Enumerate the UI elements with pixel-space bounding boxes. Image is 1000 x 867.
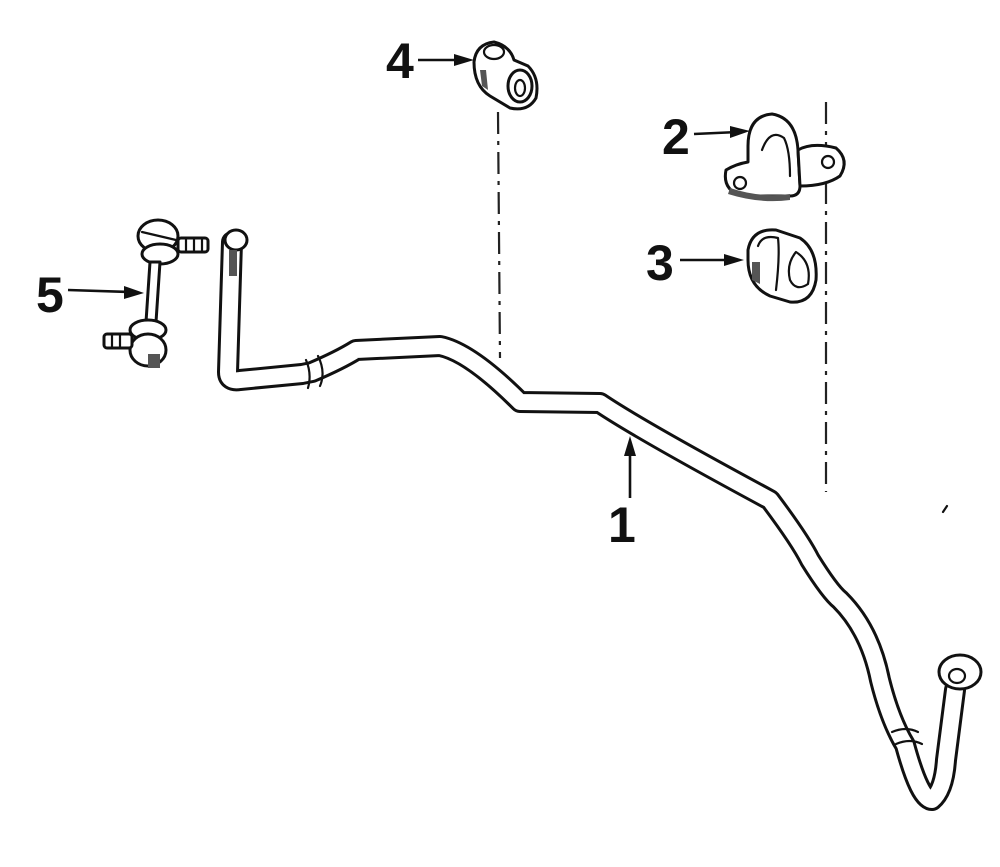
stray-mark	[941, 504, 949, 514]
alignment-line-left	[496, 111, 502, 359]
callout-number-1: 1	[608, 497, 636, 553]
callout-arrowhead-4	[454, 54, 474, 66]
stabilizer-link-part[interactable]	[102, 218, 210, 368]
stabilizer-bar[interactable]	[217, 228, 983, 811]
callout-arrowhead-3	[724, 254, 744, 266]
callout-arrowhead-2	[730, 126, 750, 138]
callout-3[interactable]: 3	[646, 235, 744, 291]
callout-number-5: 5	[36, 267, 64, 323]
bar-left-end-detail	[229, 250, 237, 276]
callout-arrowhead-1	[624, 436, 636, 456]
bracket-part[interactable]	[723, 112, 846, 202]
callout-1[interactable]: 1	[608, 436, 636, 553]
callout-2[interactable]: 2	[662, 109, 750, 165]
callout-5[interactable]: 5	[36, 267, 144, 323]
bar-left-end-eyelet	[223, 228, 249, 252]
callout-arrowhead-5	[124, 286, 144, 299]
bushing-part-4[interactable]	[472, 40, 539, 111]
bar-right-end-eye	[937, 653, 983, 691]
bushing-part-3[interactable]	[746, 228, 818, 304]
callout-4[interactable]: 4	[386, 33, 474, 89]
callout-number-4: 4	[386, 33, 414, 89]
callout-number-2: 2	[662, 109, 690, 165]
callout-arrow-5	[67, 288, 131, 294]
callout-number-3: 3	[646, 235, 674, 291]
